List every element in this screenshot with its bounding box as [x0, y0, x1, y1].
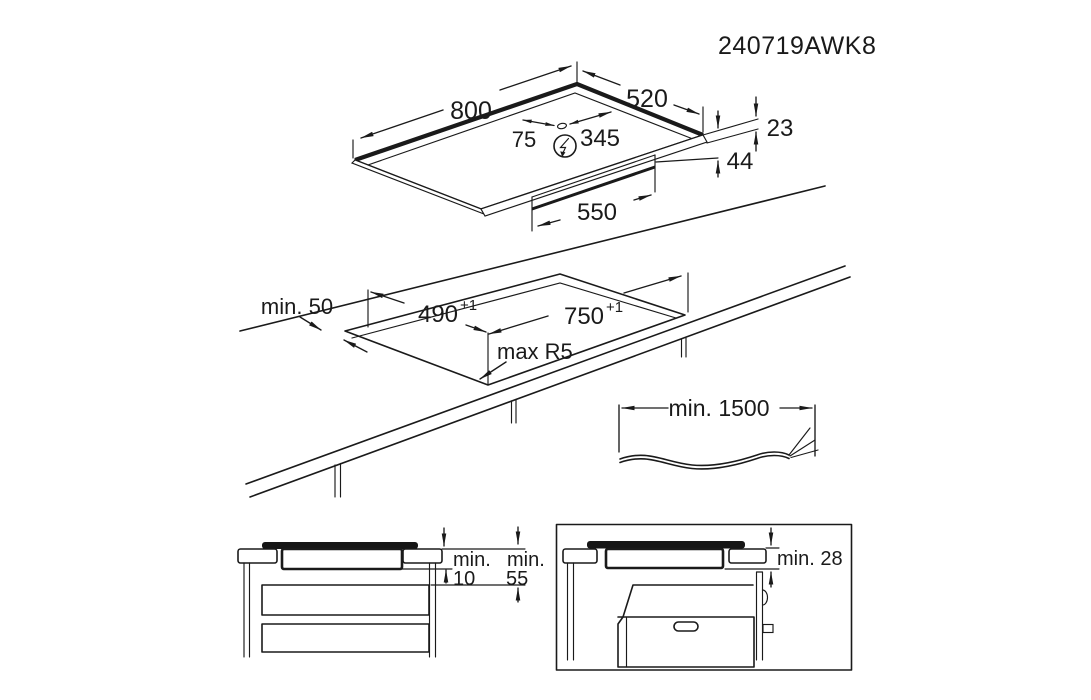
- dim-gap-below-hob: 10: [453, 568, 475, 590]
- dim-box-width: 550: [577, 199, 617, 226]
- dim-490-line-left: [370, 291, 405, 304]
- hob-glass-section: [262, 542, 418, 549]
- oven-latch: [762, 623, 774, 634]
- dim-clearance-above-oven: min. 28: [777, 548, 843, 570]
- clearance-reference-lines: [401, 548, 526, 586]
- label-min-depth: min.: [507, 549, 545, 571]
- drawer-front-1: [261, 584, 430, 616]
- dim-cable-length: min. 1500: [668, 395, 769, 421]
- hob-box-bottom-edge: [531, 165, 656, 211]
- dim-490-line-right: [465, 324, 487, 333]
- worktop-cutout: [344, 273, 686, 386]
- min50-arrow-lower-icon: [343, 339, 368, 353]
- dim-750-line-right: [623, 275, 682, 294]
- dim-rear-clearance: min. 50: [261, 294, 333, 319]
- dim-total-height: 44: [727, 148, 754, 175]
- worktop-left-section: [562, 548, 598, 564]
- hob-perspective-view: 800 520 75 345 550 23 44: [350, 61, 794, 232]
- oven-front-face: [617, 616, 755, 668]
- hob-glass-inner-rim: [364, 92, 694, 167]
- dim-cutout-depth: 490: [418, 301, 458, 328]
- dim-550-line-right: [633, 194, 652, 201]
- power-cable-view: min. 1500: [618, 395, 819, 470]
- dim-glass-height: 23: [767, 115, 794, 142]
- hob-box-top-edge: [531, 154, 656, 198]
- dim-cutout-depth-tolerance: +1: [460, 297, 477, 314]
- oven-clearance-view: min. 28: [555, 523, 853, 671]
- drawer-clearance-view: min. 10 min. 55: [237, 526, 545, 658]
- dim-345-line: [569, 111, 612, 125]
- dim-800-extension-lines: [352, 61, 578, 159]
- mains-connection-point: [556, 122, 568, 130]
- min50-arrow-upper-icon: [299, 316, 322, 331]
- dim-cutout-width: 750: [564, 303, 604, 330]
- hob-box-section: [280, 547, 404, 571]
- cutout-inner-wall-lines: [351, 282, 677, 339]
- note-corner-radius: max R5: [497, 339, 573, 364]
- oven-knob-icon: [761, 589, 769, 606]
- dim-750-line-left: [488, 315, 549, 335]
- hob-glass-section: [587, 541, 745, 549]
- view-frame: [555, 523, 853, 671]
- dim-550-line-left: [537, 219, 561, 227]
- hob-box-end-lines: [531, 154, 656, 232]
- height-extension-lines: [655, 118, 759, 163]
- dim-hob-depth: 520: [626, 85, 668, 113]
- cabinet-side-panels: [243, 562, 437, 658]
- cabinet-side-panel: [566, 562, 575, 661]
- oven-top-face: [622, 584, 754, 618]
- dim-520-line-right: [673, 104, 700, 115]
- cabinet-leg-lines: [334, 337, 687, 498]
- clearance-reference-lines: [724, 547, 780, 570]
- cable-dim-brackets: [618, 404, 816, 457]
- dim-800-line-left: [360, 109, 444, 139]
- oven-handle: [673, 621, 699, 632]
- oven: [617, 571, 774, 668]
- dim-75-line: [522, 119, 555, 127]
- hob-glass-far-edges: [354, 81, 704, 162]
- dim-mains-offset-right: 345: [580, 125, 620, 152]
- dim-800-line-right: [499, 65, 572, 91]
- dim-mains-offset-left: 75: [512, 127, 536, 152]
- cable-wire-strands: [788, 427, 819, 459]
- worktop-right-section: [402, 548, 443, 564]
- worktop-back-edge: [239, 185, 826, 332]
- power-cable-lower: [619, 454, 790, 470]
- dim-520-line-left: [582, 70, 621, 86]
- worktop-front-edges: [245, 265, 851, 498]
- model-number: 240719AWK8: [718, 32, 876, 60]
- worktop-left-section: [237, 548, 278, 564]
- drawer-front-2: [261, 623, 430, 653]
- hob-box-section: [604, 547, 725, 570]
- worktop-right-section: [728, 548, 767, 564]
- oven-right-panel: [755, 571, 764, 661]
- dim-hob-width: 800: [450, 97, 492, 125]
- dim-cutout-width-tolerance: +1: [606, 299, 623, 316]
- maxr5-arrow-icon: [479, 361, 507, 380]
- power-cable-upper: [619, 451, 790, 467]
- lightning-bolt-icon: [553, 134, 577, 158]
- worktop-cutout-view: min. 50 490 +1 750 +1 max R5: [239, 185, 851, 498]
- dim-depth-to-drawer: 55: [506, 568, 528, 590]
- label-min-gap: min.: [453, 549, 491, 571]
